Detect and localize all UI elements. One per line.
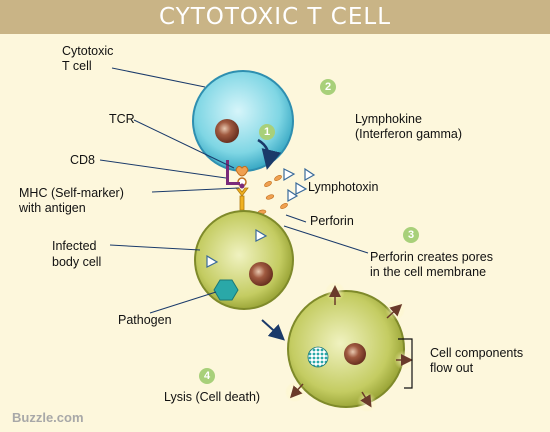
- title-bar: [0, 0, 550, 34]
- mhc-molecule: [235, 187, 249, 211]
- page-title: CYTOTOXIC T CELL: [158, 4, 392, 30]
- leader-lines: [99, 67, 369, 314]
- label-interferon: (Interferon gamma): [355, 127, 462, 141]
- cd8-stem: [226, 160, 229, 184]
- lymphotoxin-molecules: [283, 167, 316, 203]
- label-tcr: TCR: [109, 112, 135, 126]
- label-lymphokine: Lymphokine: [355, 112, 422, 126]
- label-flow-out: flow out: [430, 361, 474, 375]
- label-membrane: in the cell membrane: [370, 265, 487, 279]
- label-pores: Perforin creates pores: [370, 250, 493, 264]
- label-mhc: MHC (Self-marker): [19, 186, 124, 200]
- label-cytotoxic: Cytotoxic: [62, 44, 114, 58]
- step-badge-4: 4: [199, 368, 215, 384]
- step-badge-3: 3: [403, 227, 419, 243]
- outflow-arrows: [289, 285, 413, 408]
- lysing-nucleus: [344, 343, 366, 365]
- label-pathogen: Pathogen: [118, 313, 172, 327]
- pathogen-shape: [213, 279, 239, 301]
- lysing-pathogen: [307, 346, 329, 368]
- label-with-antigen: with antigen: [19, 201, 86, 215]
- t-cell-nucleus: [215, 119, 239, 143]
- infected-cell-nucleus: [249, 262, 273, 286]
- label-lysis: Lysis (Cell death): [164, 390, 261, 404]
- label-infected: Infected: [52, 239, 97, 253]
- watermark: Buzzle.com: [12, 410, 84, 425]
- release-arrow: [257, 138, 282, 170]
- label-t-cell: T cell: [62, 59, 92, 73]
- label-cd8: CD8: [70, 153, 96, 167]
- transition-arrow: [261, 319, 285, 341]
- tcr-receptor: [235, 165, 249, 177]
- components-bracket: [398, 338, 413, 389]
- label-body-cell: body cell: [52, 255, 102, 269]
- step-badge-1: 1: [259, 124, 275, 140]
- infected-cell-molecules: [206, 228, 268, 268]
- label-perforin: Perforin: [310, 214, 354, 228]
- step-badge-2: 2: [320, 79, 336, 95]
- label-lymphotoxin: Lymphotoxin: [308, 180, 379, 194]
- cd8-base: [226, 182, 240, 185]
- antigen: [239, 183, 245, 189]
- label-components: Cell components: [430, 346, 524, 360]
